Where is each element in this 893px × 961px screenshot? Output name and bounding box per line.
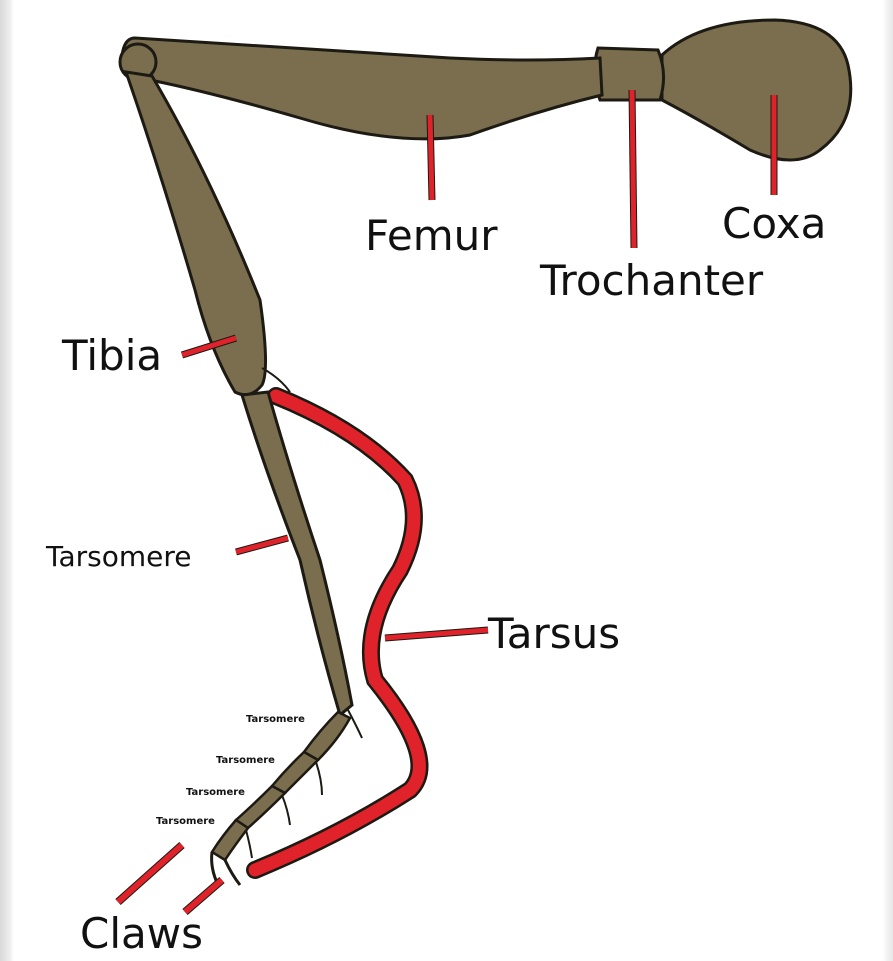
tarsomere-small-label: Tarsomere bbox=[186, 787, 245, 798]
tarsomere-5 bbox=[212, 820, 248, 860]
first-tarsomere bbox=[242, 392, 352, 715]
tarsomere-spur bbox=[348, 710, 362, 738]
tarsomere-small-label: Tarsomere bbox=[156, 816, 215, 827]
coxa-segment bbox=[662, 20, 851, 160]
trochanter-label: Trochanter bbox=[539, 256, 764, 305]
claws-leader-1-fill bbox=[118, 845, 182, 902]
tarsomere-3 bbox=[272, 752, 318, 793]
tarsomere-2 bbox=[304, 712, 350, 760]
trochanter-leader-fill bbox=[632, 90, 634, 248]
tarsomere-small-label: Tarsomere bbox=[216, 755, 275, 766]
tarsomere-small-label: Tarsomere bbox=[246, 714, 305, 725]
tarsomere-leader-fill bbox=[236, 538, 288, 552]
tarsomere-label: Tarsomere bbox=[45, 540, 191, 573]
claws-label: Claws bbox=[80, 909, 203, 958]
femur-leader-fill bbox=[430, 115, 432, 200]
claw-right bbox=[225, 860, 240, 885]
claws-leader-2-fill bbox=[185, 880, 222, 912]
tibia-label: Tibia bbox=[61, 331, 162, 380]
tarsus-label: Tarsus bbox=[487, 609, 620, 658]
coxa-label: Coxa bbox=[722, 199, 826, 248]
femur-segment bbox=[122, 38, 602, 139]
femur-label: Femur bbox=[365, 211, 498, 260]
